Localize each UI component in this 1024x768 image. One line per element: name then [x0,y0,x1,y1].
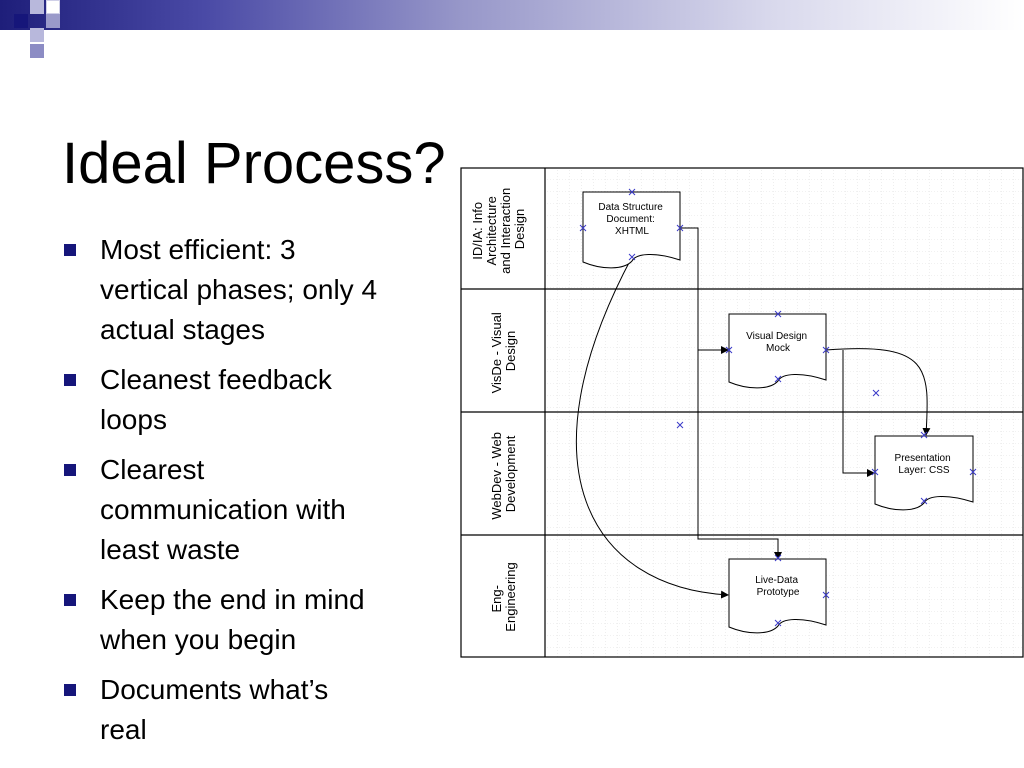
bullet-list: Most efficient: 3 vertical phases; only … [62,230,452,760]
connection-point-marker [628,188,636,196]
bullet-line: Clearest [100,454,205,485]
document-label-line: Mock [766,343,791,354]
bullet-line: real [100,714,147,745]
document-label-line: Data Structure [598,202,663,213]
document-label-line: Prototype [757,587,800,598]
document-label-live-data-prototype: Live-Data Prototype [755,575,801,598]
lane-label-line: VisDe - Visual [489,312,504,393]
connection-point-marker [969,468,977,476]
bullet-line: least waste [100,534,241,565]
connection-point-marker [871,468,879,476]
connection-point-marker [725,346,733,354]
document-presentation-layer [874,435,974,511]
bullet-item: Most efficient: 3 vertical phases; only … [62,230,452,350]
document-label-data-structure: Data Structure Document: XHTML [598,202,665,237]
bullet-item: Cleanest feedback loops [62,360,452,440]
connection-point-marker [676,224,684,232]
decorative-square [30,28,44,42]
bullet-line: Cleanest feedback [100,364,332,395]
connection-point-marker [774,375,782,383]
bullet-line: actual stages [100,314,265,345]
connection-point-marker [774,310,782,318]
document-label-line: Document: [606,214,654,225]
decorative-square [46,14,60,28]
lane-label-line: Design [503,331,518,371]
lane-label-line: WebDev - Web [489,432,504,520]
lane-label-eng: Eng- Engineering [489,562,518,631]
document-label-line: Layer: CSS [898,465,949,476]
lane-label-line: Engineering [503,562,518,631]
document-label-visual-design-mock: Visual Design Mock [746,331,810,354]
connector-visual-curve-to-presentation [825,348,931,436]
swimlane-diagram-canvas: ID/IA: Info Architecture and Interaction… [460,167,1024,658]
document-label-line: Visual Design [746,331,807,342]
bullet-line: Documents what’s [100,674,329,705]
connector-ds-to-prototype [697,350,782,560]
connection-point-marker [872,389,880,397]
decorative-square [30,44,44,58]
bullet-line: Keep the end in mind [100,584,365,615]
lane-label-line: Eng- [489,585,504,612]
bullet-line: communication with [100,494,346,525]
connector-ds-curve-to-prototype [575,256,729,599]
document-live-data-prototype [728,558,827,634]
connection-point-marker [579,224,587,232]
document-label-presentation-layer: Presentation Layer: CSS [895,453,954,476]
lane-label-line: Architecture [484,196,499,265]
lane-label-id-ia: ID/IA: Info Architecture and Interaction… [470,184,527,274]
bullet-item: Clearest communication with least waste [62,450,452,570]
document-label-line: Live-Data [755,575,798,586]
document-label-line: XHTML [615,226,649,237]
bullet-item: Keep the end in mind when you begin [62,580,452,660]
connection-point-marker [822,591,830,599]
bullet-line: Most efficient: 3 [100,234,296,265]
connection-point-marker [628,253,636,261]
lane-label-visde: VisDe - Visual Design [489,309,518,394]
connection-point-marker [774,619,782,627]
connection-point-marker [920,497,928,505]
connection-point-marker [676,421,684,429]
connection-point-marker [774,554,782,562]
bullet-line: loops [100,404,167,435]
document-label-line: Presentation [895,453,951,464]
lane-label-line: ID/IA: Info [470,202,485,260]
decorative-square [14,14,28,28]
decorative-square [46,0,60,14]
lane-label-line: Development [503,435,518,512]
document-visual-design-mock [728,313,827,389]
bullet-item: Documents what’s real [62,670,452,750]
bullet-line: vertical phases; only 4 [100,274,378,305]
decorative-square [30,0,44,14]
connection-point-marker [920,431,928,439]
lane-label-webdev: WebDev - Web Development [489,428,518,519]
connection-point-marker [822,346,830,354]
bullet-line: when you begin [100,624,297,655]
title-band [0,0,1024,30]
connector-visual-to-presentation [842,350,875,477]
lane-label-line: Design [512,209,527,249]
connection-points [579,188,977,627]
connector-ds-to-visual [680,227,729,354]
document-data-structure [582,191,681,269]
slide-title: Ideal Process? [62,130,446,196]
swimlane-diagram: ID/IA: Info Architecture and Interaction… [460,167,1024,659]
lane-label-line: and Interaction [498,188,513,274]
